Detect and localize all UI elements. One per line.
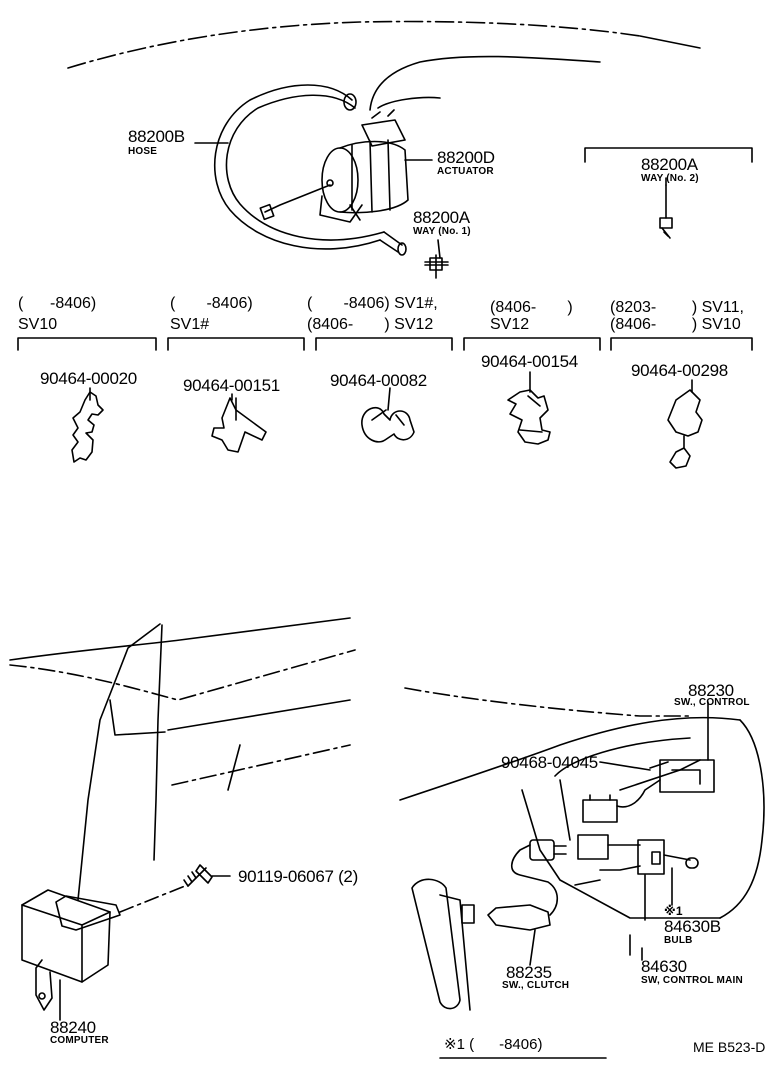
diagram-code: ME B523-D [693,1039,766,1055]
clip-00020-graphic [71,391,104,463]
actuator-part-name: ACTUATOR [437,166,494,177]
variant-5-line1: (8203- ) SV11, [610,299,744,316]
variant-brackets [17,337,753,351]
hose-part-number: 88200B [128,127,185,146]
clip-00154-graphic [507,389,551,445]
variant-1-line1: ( -8406) [18,295,97,312]
variant-2-line1: ( -8406) [170,295,253,312]
variant-2-line2: SV1# [170,316,210,333]
control-main-part-number: 84630 [641,957,687,976]
hose-88200b-graphic [213,84,407,256]
bulb-part-name: BULB [664,935,693,946]
footnote-range: ※1 ( -8406) [444,1036,543,1053]
variant-5-part-number: 90464-00298 [631,361,728,380]
control-switch-part-number: 88230 [688,681,734,700]
control-switch-harness-graphic [574,759,715,886]
variant-3-line1: ( -8406) SV1#, [307,295,438,312]
leader-lines [59,142,709,1021]
computer-part-number: 88240 [50,1018,96,1037]
clip-00298-graphic [667,389,703,469]
clip-wire-part-number: 90468-04045 [501,753,598,772]
control-switch-part-name: SW., CONTROL [674,697,750,708]
body-outline-bottom-left [9,617,356,901]
bulb-part-number: 84630B [664,917,721,936]
computer-88240-graphic [21,885,186,1011]
clutch-switch-graphic [487,839,567,931]
variant-2-part-number: 90464-00151 [183,376,280,395]
variant-3-part-number: 90464-00082 [330,371,427,390]
variant-4-line2: SV12 [490,316,530,333]
clutch-pedal-graphic [411,878,475,1011]
clip-00151-graphic [211,397,267,453]
variant-1-part-number: 90464-00020 [40,369,137,388]
bulb-note-mark: ※1 [664,904,683,918]
variant-3-line2: (8406- ) SV12 [307,316,434,333]
way1-part-number: 88200A [413,208,470,227]
way1-part-name: WAY (No. 1) [413,226,471,237]
variant-4-line1: (8406- ) [490,299,573,316]
hose-part-name: HOSE [128,146,158,157]
actuator-88200d-graphic [259,109,409,223]
variant-1-line2: SV10 [18,316,58,333]
screw-graphic [183,864,231,887]
variant-4-part-number: 90464-00154 [481,352,578,371]
way-no1-graphic [424,254,449,279]
way2-part-name: WAY (No. 2) [641,173,699,184]
way-no2-graphic [584,147,753,239]
actuator-part-number: 88200D [437,148,495,167]
way2-part-number: 88200A [641,155,698,174]
clip-00082-graphic [361,406,415,443]
computer-part-name: COMPUTER [50,1035,109,1046]
clutch-switch-part-number: 88235 [506,963,552,982]
control-main-part-name: SW, CONTROL MAIN [641,975,743,986]
clutch-switch-part-name: SW., CLUTCH [502,980,570,991]
screw-part-number: 90119-06067 (2) [238,867,358,886]
body-outline-top [67,20,701,111]
variant-5-line2: (8406- ) SV10 [610,316,741,333]
